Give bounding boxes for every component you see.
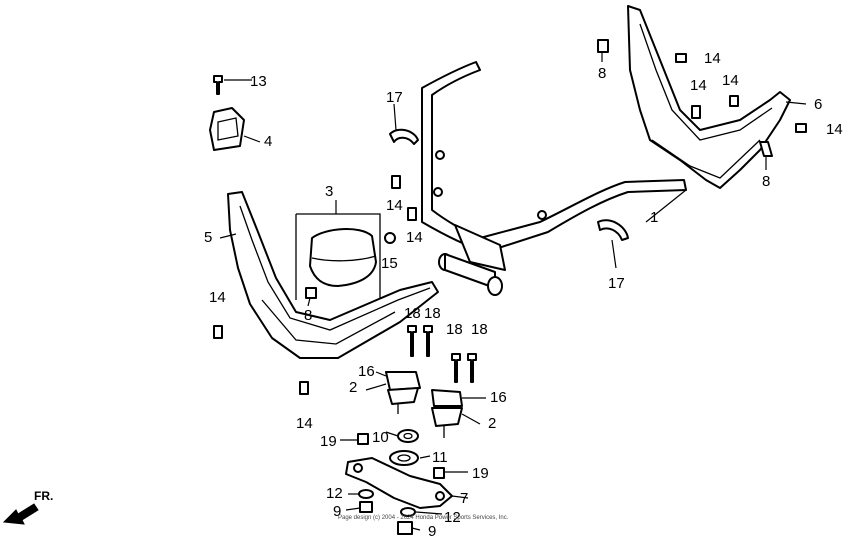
callout-19a: 19 [320, 433, 337, 450]
copyright-text: Page design (c) 2004 - 2024 Honda Power … [338, 515, 509, 521]
callout-16a: 16 [358, 363, 375, 380]
callout-14f: 14 [406, 229, 423, 246]
callout-2a: 2 [349, 379, 357, 396]
front-cover-left [227, 191, 439, 359]
callout-7: 7 [460, 490, 468, 507]
handlebar-pipe [421, 61, 687, 296]
callout-9a: 9 [333, 503, 341, 520]
callout-12b: 12 [444, 509, 461, 526]
rear-cover [627, 5, 791, 189]
callout-12a: 12 [326, 485, 343, 502]
leader-lines [219, 52, 807, 531]
callout-13: 13 [250, 73, 267, 90]
callout-16b: 16 [490, 389, 507, 406]
callout-5: 5 [204, 229, 212, 246]
callout-14c: 14 [722, 72, 739, 89]
callout-9b: 9 [428, 523, 436, 540]
callout-14h: 14 [296, 415, 313, 432]
callout-14b: 14 [690, 77, 707, 94]
bolts-18 [407, 325, 477, 383]
callout-8b: 8 [762, 173, 770, 190]
washers [389, 429, 419, 466]
callout-18d: 18 [471, 321, 488, 338]
screws [213, 39, 807, 395]
clamp-17-left [389, 128, 419, 145]
bolts-19 [357, 433, 445, 479]
clamp-17-right [597, 219, 629, 241]
callout-6: 6 [814, 96, 822, 113]
handle-cover-cap [309, 228, 377, 287]
callout-1: 1 [650, 209, 658, 226]
holder-upper-right [431, 389, 463, 438]
callout-18c: 18 [446, 321, 463, 338]
direction-label: FR. [34, 489, 53, 503]
callout-10: 10 [372, 429, 389, 446]
callout-2b: 2 [488, 415, 496, 432]
callout-11: 11 [432, 449, 448, 466]
callout-14e: 14 [386, 197, 403, 214]
callout-labels: 1 2 2 3 4 5 6 7 8 8 8 9 9 10 11 12 12 13… [204, 50, 843, 540]
callout-14a: 14 [704, 50, 721, 67]
callout-3: 3 [325, 183, 333, 200]
lower-plate [345, 457, 453, 509]
callout-14g: 14 [209, 289, 226, 306]
callout-15: 15 [381, 255, 398, 272]
callout-4: 4 [264, 133, 272, 150]
callout-8c: 8 [304, 307, 312, 324]
callout-8a: 8 [598, 65, 606, 82]
switch-housing [209, 107, 245, 151]
nuts-and-washers [358, 489, 416, 535]
holder-upper-left [385, 371, 421, 414]
front-direction-arrow: FR. [2, 489, 53, 525]
callout-19b: 19 [472, 465, 489, 482]
callout-18a: 18 [404, 305, 421, 322]
callout-17a: 17 [386, 89, 403, 106]
bracket-3 [295, 213, 381, 300]
callout-14d: 14 [826, 121, 843, 138]
callout-18b: 18 [424, 305, 441, 322]
callout-17b: 17 [608, 275, 625, 292]
